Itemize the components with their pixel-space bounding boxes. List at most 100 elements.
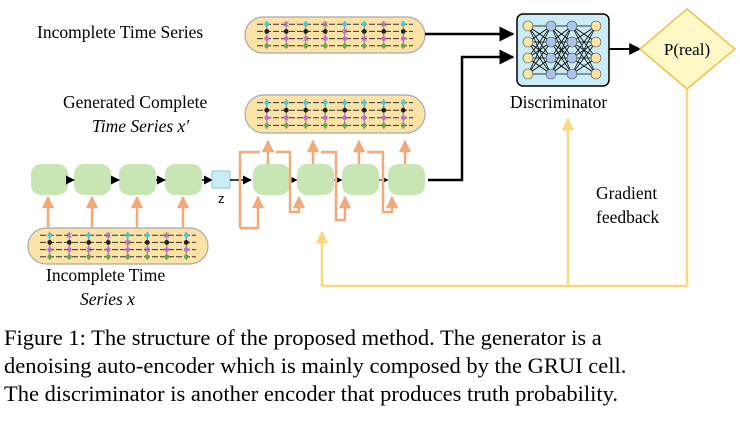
- series-dot: [342, 115, 348, 121]
- encoder-cells: [31, 164, 213, 195]
- series-dot: [283, 123, 289, 128]
- series-dot: [342, 36, 348, 41]
- series-dot: [125, 247, 131, 253]
- series-pill: [244, 16, 426, 54]
- series-dot: [264, 21, 270, 27]
- series-dot: [164, 240, 170, 245]
- series-dot: [342, 43, 348, 49]
- series-dot: [381, 123, 387, 128]
- incomplete-top-label: Incomplete Time Series: [37, 22, 204, 42]
- caption-line-1: Figure 1: The structure of the proposed …: [4, 325, 602, 350]
- series-dot: [144, 232, 150, 238]
- series-dot: [303, 123, 309, 128]
- series-dot: [125, 254, 131, 260]
- series-dot: [164, 247, 170, 253]
- series-dot: [66, 247, 72, 253]
- discriminator-node: [545, 20, 557, 32]
- series-dot: [361, 123, 367, 128]
- series-dot: [66, 240, 72, 245]
- series-dot: [183, 240, 189, 245]
- series-dot: [283, 29, 289, 34]
- series-dot: [303, 115, 309, 121]
- series-dot: [381, 115, 387, 121]
- series-dot: [264, 100, 270, 105]
- generated-label-line1: Generated Complete: [63, 92, 208, 112]
- series-dot: [303, 107, 309, 113]
- decoder-cell-4: [388, 164, 425, 195]
- generated-to-discriminator-arrow: [428, 49, 515, 182]
- series-dot: [283, 43, 289, 49]
- series-dot: [400, 29, 406, 34]
- encoder-input-arrows: [41, 195, 190, 228]
- discriminator-node: [522, 52, 534, 64]
- series-dot: [322, 43, 328, 49]
- series-dot: [264, 43, 270, 49]
- decoder-cell-2: [297, 164, 334, 195]
- series-dot: [144, 240, 150, 245]
- discriminator-node: [590, 52, 602, 64]
- series-dot: [322, 29, 328, 34]
- series-dot: [322, 107, 328, 113]
- discriminator-label: Discriminator: [510, 92, 608, 112]
- decoder-cell-1: [253, 164, 290, 195]
- series-dot: [183, 247, 189, 253]
- series-dot: [361, 43, 367, 49]
- series-dot: [47, 254, 53, 260]
- series-dot: [86, 232, 92, 238]
- series-pill: [244, 94, 426, 134]
- series-dot: [361, 29, 367, 34]
- series-dot: [303, 100, 309, 105]
- series-dot: [303, 43, 309, 49]
- caption-line-3: The discriminator is another encoder tha…: [4, 381, 618, 406]
- series-dot: [183, 254, 189, 260]
- discriminator-node: [522, 68, 534, 80]
- incomplete-bottom-label-line1: Incomplete Time: [46, 265, 166, 285]
- preal-label: P(real): [664, 40, 710, 59]
- series-dot: [264, 123, 270, 128]
- series-dot: [303, 29, 309, 34]
- series-dot: [322, 36, 328, 41]
- series-dot: [342, 107, 348, 113]
- figure-caption: Figure 1: The structure of the proposed …: [4, 324, 738, 408]
- series-dot: [283, 100, 289, 105]
- decoder-cells: [253, 164, 425, 195]
- series-dot: [381, 43, 387, 49]
- series-pill: [27, 227, 209, 265]
- series-dot: [342, 21, 348, 27]
- decoder-cell-3: [342, 164, 379, 195]
- encoder-cell-3: [119, 164, 156, 195]
- series-dot: [303, 21, 309, 27]
- series-dot: [400, 115, 406, 121]
- series-dot: [342, 123, 348, 128]
- series-dot: [322, 115, 328, 121]
- discriminator-node: [522, 20, 534, 32]
- series-dot: [86, 254, 92, 260]
- discriminator-network: [516, 13, 610, 87]
- series-dot: [381, 100, 387, 105]
- discriminator-node: [545, 36, 557, 48]
- series-dot: [400, 36, 406, 41]
- discriminator-node: [545, 68, 557, 80]
- series-dot: [283, 115, 289, 121]
- discriminator-node: [566, 20, 578, 32]
- series-dot: [144, 254, 150, 260]
- series-dot: [342, 100, 348, 105]
- incomplete-time-series-bottom: [27, 227, 209, 265]
- series-dot: [105, 240, 111, 245]
- decoder-feedback-loops: [238, 150, 399, 230]
- series-dot: [86, 240, 92, 245]
- series-dot: [283, 107, 289, 113]
- series-dot: [381, 36, 387, 41]
- series-dot: [400, 21, 406, 27]
- series-dot: [105, 247, 111, 253]
- series-dot: [66, 254, 72, 260]
- incomplete-time-series-top: [244, 16, 426, 54]
- series-dot: [264, 29, 270, 34]
- series-dot: [400, 43, 406, 49]
- encoder-cell-1: [31, 164, 68, 195]
- series-dot: [361, 21, 367, 27]
- gradient-label-line2: feedback: [596, 207, 660, 227]
- incomplete-bottom-label-line2: Series x: [80, 289, 135, 309]
- series-dot: [47, 240, 53, 245]
